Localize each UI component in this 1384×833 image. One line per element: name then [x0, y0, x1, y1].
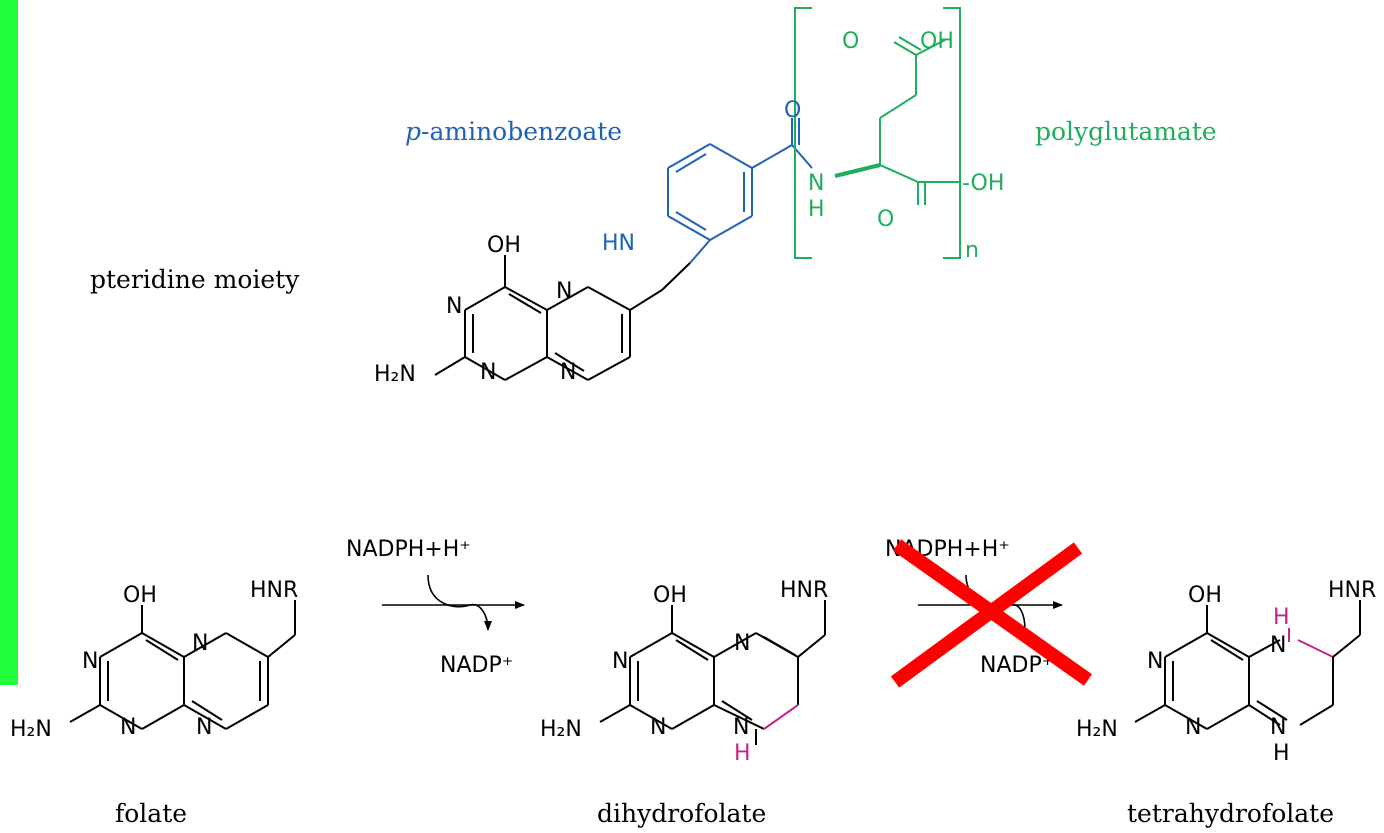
blocked-step-cross [890, 539, 1093, 688]
atom-n3: N [480, 360, 496, 385]
folate-n4: N [196, 715, 212, 740]
atom-h2n: H₂N [374, 362, 416, 387]
folate-structure [69, 600, 296, 730]
folate-label: folate [115, 799, 187, 828]
atom-h-amide: H [808, 197, 825, 222]
atom-n-amide: N [808, 171, 824, 196]
tetrahydrofolate-new-h: H [1273, 605, 1290, 630]
folate-n1: N [82, 649, 98, 674]
folate-hnr: HNR [250, 578, 298, 603]
folate-oh: OH [123, 583, 157, 608]
polyglutamate-label: polyglutamate [1035, 117, 1217, 146]
tetrahydrofolate-label: tetrahydrofolate [1127, 799, 1334, 828]
tetrahydrofolate-hnr: HNR [1328, 578, 1376, 603]
dihydrofolate-hnr: HNR [780, 578, 828, 603]
atom-oh-acid: OH [920, 29, 954, 54]
tetrahydrofolate-n1: N [1147, 649, 1163, 674]
pteridine-moiety-label: pteridine moiety [90, 265, 300, 294]
tetrahydrofolate-n4: N [1270, 715, 1286, 740]
atom-n2: N [556, 279, 572, 304]
dihydrofolate-structure [599, 600, 826, 745]
tetrahydrofolate-n2: N [1270, 633, 1286, 658]
atom-oh-end: -OH [962, 171, 1004, 196]
paba-label: p-aminobenzoate [405, 117, 622, 146]
step1-reagent-in: NADPH+H⁺ [346, 537, 471, 562]
side-bar [0, 0, 18, 685]
repeat-n: n [965, 238, 979, 263]
dihydrofolate-h2n: H₂N [540, 717, 582, 742]
atom-o-carbonyl: O [877, 207, 894, 232]
tetrahydrofolate-n3: N [1185, 715, 1201, 740]
step1-reagent-out: NADP⁺ [440, 653, 513, 678]
tetrahydrofolate-oh: OH [1188, 583, 1222, 608]
tetrahydrofolate-h-bottom: H [1273, 741, 1290, 766]
dihydrofolate-n4: N [733, 715, 749, 740]
atom-n1: N [446, 294, 462, 319]
dihydrofolate-oh: OH [653, 583, 687, 608]
tetrahydrofolate-h2n: H₂N [1076, 717, 1118, 742]
folate-full-structure [434, 7, 961, 381]
folate-n2: N [192, 631, 208, 656]
folate-n3: N [120, 715, 136, 740]
dihydrofolate-n1: N [612, 649, 628, 674]
dihydrofolate-n2: N [734, 631, 750, 656]
dihydrofolate-new-h: H [734, 741, 751, 766]
step2-reagent-out: NADP⁺ [980, 653, 1053, 678]
folate-h2n: H₂N [10, 717, 52, 742]
atom-oh: OH [487, 233, 521, 258]
atom-o-amide: O [784, 98, 801, 123]
dihydrofolate-n3: N [650, 715, 666, 740]
atom-n4: N [560, 360, 576, 385]
atom-o-acid: O [842, 29, 859, 54]
dihydrofolate-label: dihydrofolate [597, 799, 766, 828]
atom-hn: HN [602, 231, 635, 256]
reaction-arrow-1 [382, 574, 525, 631]
tetrahydrofolate-structure [1134, 600, 1361, 730]
